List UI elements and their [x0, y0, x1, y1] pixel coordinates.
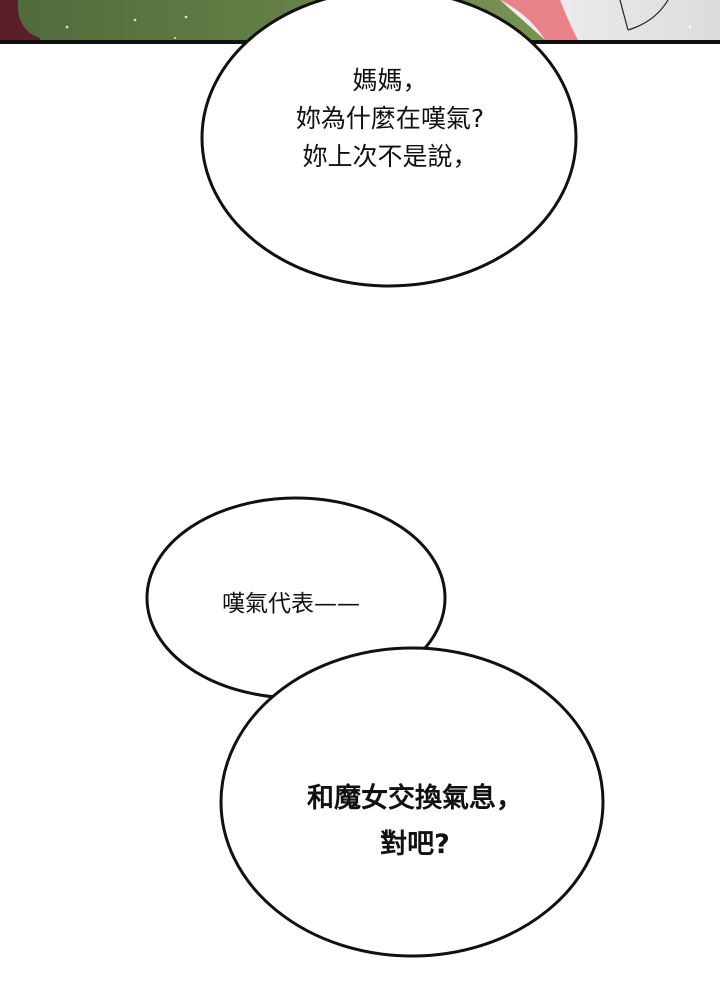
speech-bubble-3 [219, 646, 605, 958]
bubble-2-text: 嘆氣代表—— [222, 591, 360, 617]
speech-bubble-1 [200, 0, 578, 288]
bubble-1-text: 媽媽， 妳為什麼在嘆氣? 妳上次不是說， [295, 66, 485, 171]
bubble-3-text: 和魔女交換氣息， 對吧? [307, 783, 523, 860]
